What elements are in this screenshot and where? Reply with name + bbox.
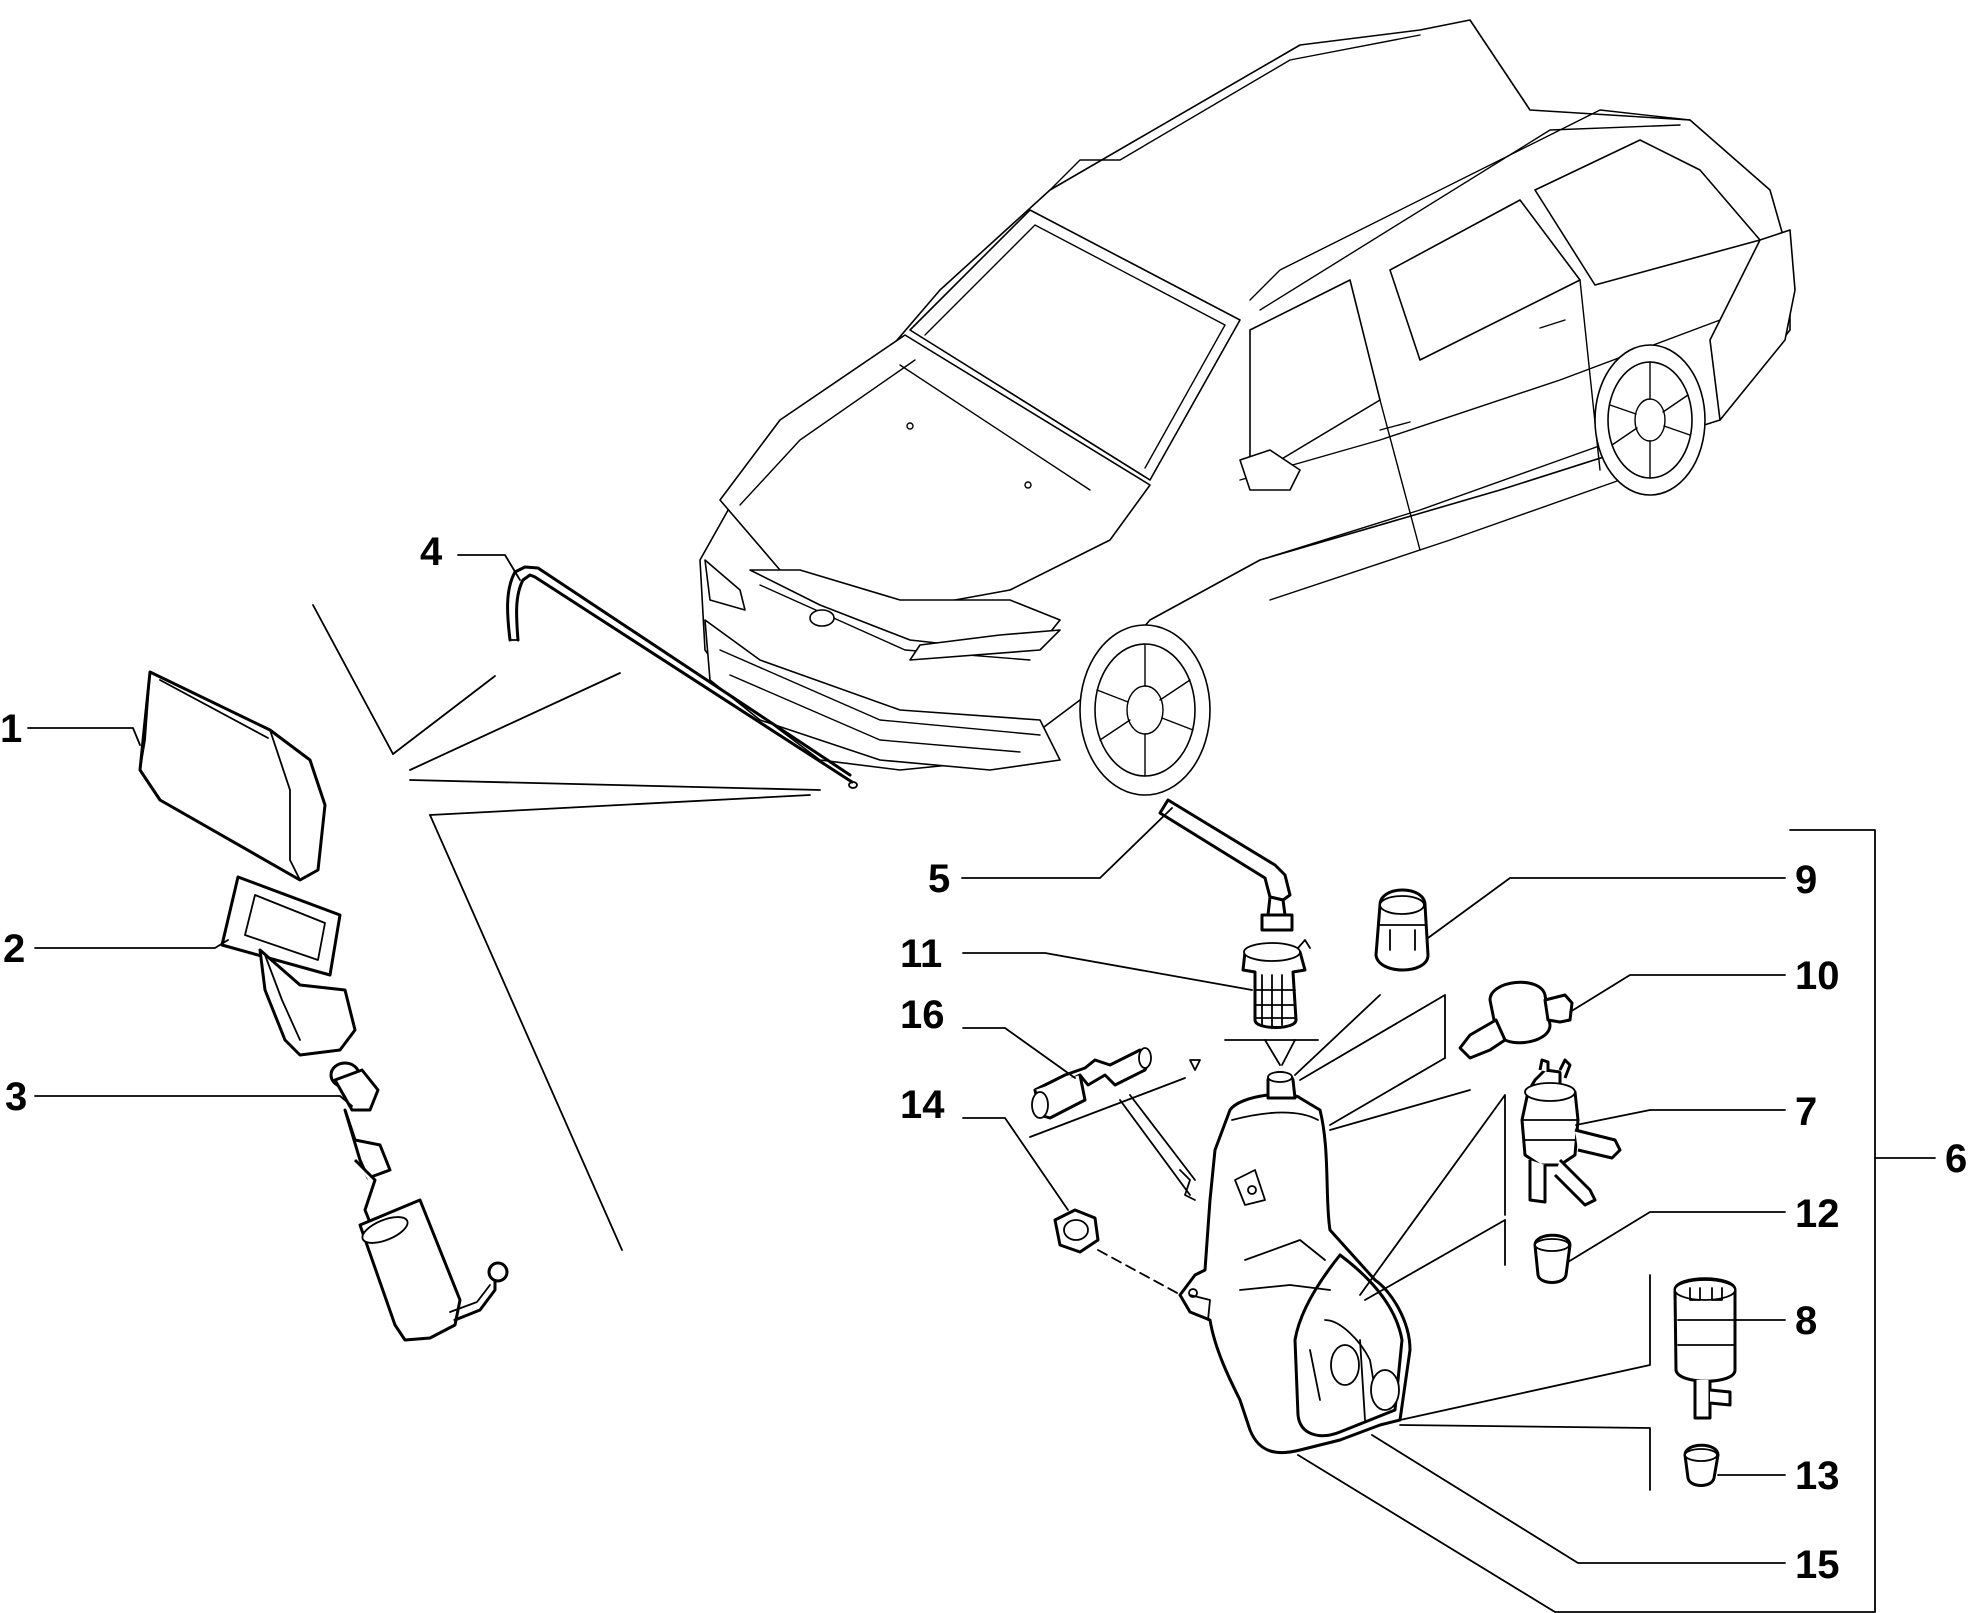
callout-14: 14 — [900, 1083, 945, 1127]
callout-11: 11 — [900, 932, 942, 976]
callout-6: 6 — [1945, 1137, 1967, 1181]
vehicle-illustration — [699, 19, 1796, 796]
callout-4: 4 — [420, 530, 443, 574]
part-16-pipe-connector — [1031, 1047, 1152, 1120]
part-1-washer-cover — [138, 670, 327, 882]
callout-12: 12 — [1795, 1192, 1840, 1236]
reference-lines-left — [312, 604, 821, 1251]
part-7-washer-pump — [1520, 1058, 1622, 1207]
part-11-filler-filter — [1241, 939, 1311, 1029]
part-12-grommet — [1533, 1233, 1572, 1284]
part-10-level-sensor — [1458, 980, 1574, 1060]
callout-10: 10 — [1795, 954, 1840, 998]
part-13-grommet — [1683, 1443, 1720, 1487]
part-2-washer-bracket — [220, 875, 357, 1057]
callout-1: 1 — [0, 707, 22, 751]
callout-13: 13 — [1795, 1454, 1840, 1498]
callout-leaders — [27, 554, 1936, 1613]
part-5-hose-elbow — [1158, 798, 1294, 932]
callout-15: 15 — [1795, 1543, 1840, 1587]
callout-9: 9 — [1795, 858, 1817, 902]
callout-16: 16 — [900, 993, 945, 1037]
callout-3: 3 — [5, 1075, 27, 1119]
washer-reservoir — [1178, 1059, 1412, 1455]
callout-8: 8 — [1795, 1299, 1817, 1343]
part-3-washer-jet — [329, 1061, 509, 1342]
part-14-nut — [1053, 1208, 1191, 1301]
part-4-hose — [506, 565, 858, 789]
part-8-rear-pump — [1673, 1277, 1737, 1420]
callout-5: 5 — [928, 857, 950, 901]
callout-labels: 1 2 3 4 5 6 7 8 9 10 11 12 13 14 15 16 — [0, 530, 1967, 1587]
part-9-connector-cap — [1374, 888, 1430, 972]
callout-2: 2 — [3, 927, 25, 971]
callout-7: 7 — [1795, 1090, 1817, 1134]
reference-lines-right — [1029, 994, 1651, 1491]
